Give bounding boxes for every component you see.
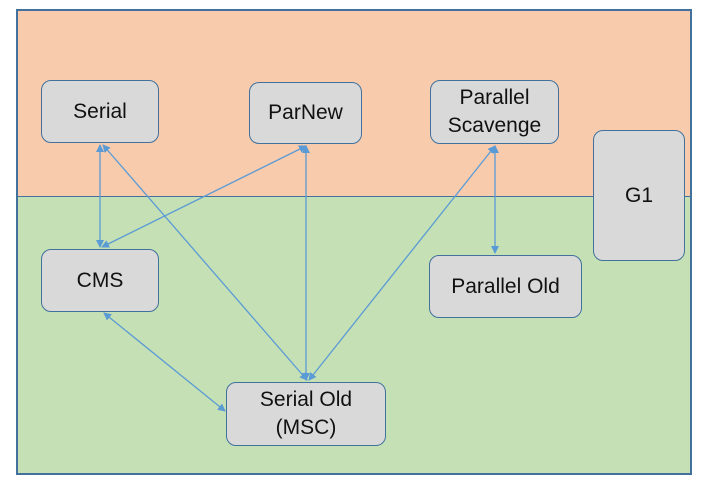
- node-parallel-scavenge-label: Parallel Scavenge: [447, 86, 542, 137]
- node-parnew: ParNew: [249, 82, 362, 144]
- node-g1-label: G1: [624, 183, 653, 207]
- node-parallel-old: Parallel Old: [429, 255, 582, 318]
- node-g1: G1: [593, 130, 685, 261]
- node-serial-old: Serial Old (MSC): [226, 382, 386, 446]
- node-serial-label: Serial: [73, 99, 127, 123]
- node-cms: CMS: [41, 249, 159, 312]
- node-parallel-scavenge: Parallel Scavenge: [430, 80, 559, 144]
- node-parnew-label: ParNew: [268, 101, 343, 124]
- node-serial: Serial: [41, 80, 159, 143]
- node-serial-old-label: Serial Old (MSC): [259, 388, 353, 439]
- node-cms-label: CMS: [76, 268, 124, 292]
- node-parallel-old-label: Parallel Old: [451, 274, 560, 298]
